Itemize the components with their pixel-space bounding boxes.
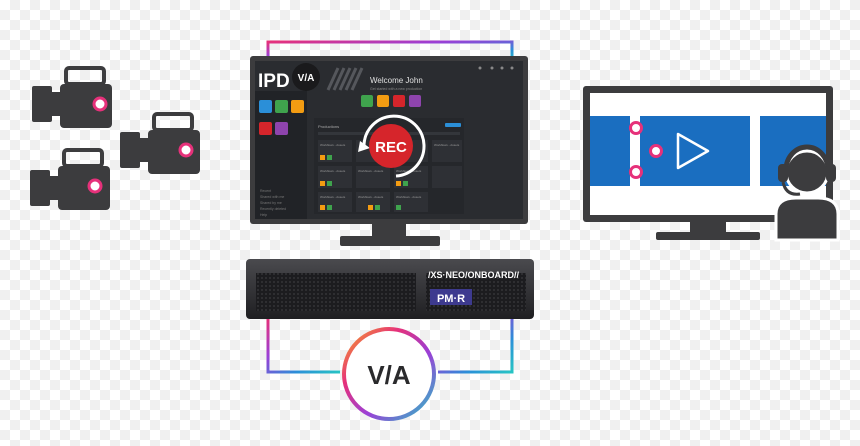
camera-icon — [32, 66, 112, 128]
sidebar-link: Recent — [260, 189, 271, 193]
productions-label: Productions — [318, 124, 339, 129]
play-icon — [676, 132, 710, 170]
tile-title: Workflows - Assets — [396, 195, 422, 199]
hub-label: V/A — [367, 360, 411, 390]
tile-title: Workflows - Assets — [320, 143, 346, 147]
welcome-subtitle: Get started with a new production — [370, 87, 422, 91]
camera-icon — [120, 112, 200, 174]
tile-title: Workflows - Assets — [358, 169, 384, 173]
sidebar-link: Help — [260, 213, 267, 217]
sidebar-link: Recently deleted — [260, 207, 286, 211]
via-badge: V/A — [298, 73, 315, 84]
server-badge: PM·R — [437, 293, 465, 305]
tile-title: Workflows - Assets — [358, 195, 384, 199]
server-brand: /XS·NEO/ONBOARD// — [428, 270, 520, 280]
main-monitor: Recent Shared with me Shared by me Recen… — [250, 56, 528, 246]
window-dots — [478, 66, 514, 70]
server-icon: /XS·NEO/ONBOARD// PM·R — [246, 259, 534, 319]
sidebar-link: Shared by me — [260, 201, 282, 205]
ipd-logo: IPD — [258, 71, 290, 92]
welcome-text: Welcome John — [370, 76, 423, 85]
tile-title: Workflows - Assets — [434, 143, 460, 147]
rec-icon: REC — [358, 114, 426, 178]
tile-title: Workflows - Assets — [320, 195, 346, 199]
headset-user-icon — [774, 144, 840, 242]
header-stripes — [326, 67, 364, 91]
via-hub-icon: V/A — [342, 327, 436, 421]
camera-icon — [30, 148, 110, 210]
rec-label: REC — [375, 139, 407, 156]
frame-wires — [266, 40, 514, 374]
sidebar-link: Shared with me — [260, 195, 284, 199]
tile-title: Workflows - Assets — [320, 169, 346, 173]
